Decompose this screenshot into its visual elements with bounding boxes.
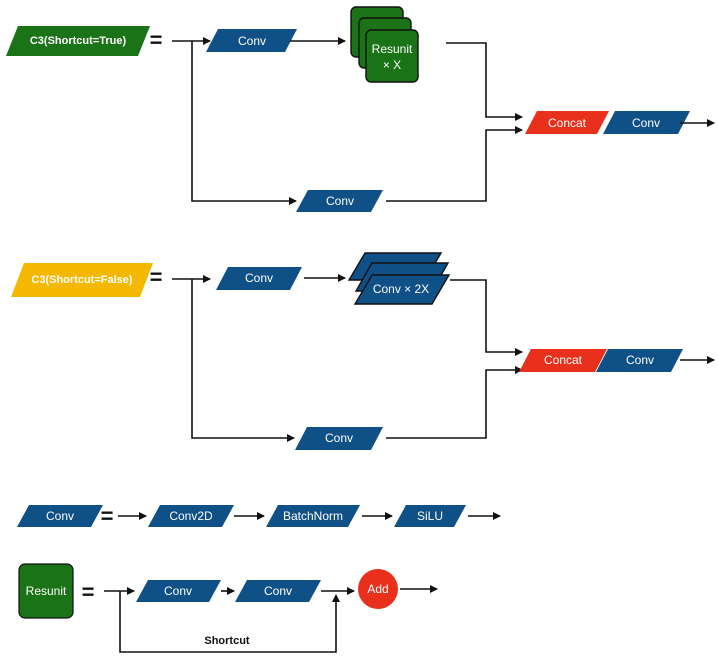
shortcut-connection (119, 591, 340, 653)
c3-true-section: C3(Shortcut=True) = Conv Resunit × X Con… (6, 6, 715, 212)
conv-definition-section: Conv = Conv2D BatchNorm SiLU (17, 504, 501, 529)
arrow-resunit-to-concat (446, 42, 523, 121)
conv-stack: Conv × 2X (347, 252, 451, 305)
conv-out-box (603, 111, 690, 134)
concat-label: Concat (548, 116, 587, 130)
c3-false-title: C3(Shortcut=False) (31, 274, 132, 286)
conv-bottom-label-2: Conv (325, 431, 353, 445)
arrow-to-conv-bottom-2 (191, 279, 295, 442)
shortcut-label: Shortcut (204, 635, 250, 647)
conv-def-equals: = (101, 504, 114, 529)
c3-true-title: C3(Shortcut=True) (30, 35, 127, 47)
conv-bottom-box-2 (295, 427, 383, 450)
resunit-stack-label-1: Resunit (372, 42, 413, 56)
arrow-stack-to-concat (450, 279, 523, 356)
conv-top-label: Conv (238, 34, 266, 48)
res-conv2-box (235, 580, 321, 602)
resunit-def-title-box (18, 563, 74, 619)
arrow-conv-bottom-to-concat (386, 126, 523, 202)
arrow-conv-bottom-to-concat-2 (386, 366, 523, 439)
concat-box (525, 111, 609, 134)
conv2d-box (148, 505, 234, 527)
resunit-def-equals: = (82, 580, 95, 605)
c3-false-equals: = (150, 265, 163, 290)
silu-label: SiLU (417, 509, 443, 523)
c3-true-equals: = (150, 28, 163, 53)
conv-def-title-shape (17, 505, 103, 527)
conv-top-box-2 (216, 267, 302, 290)
conv-out-label-2: Conv (626, 353, 654, 367)
c3-false-section: C3(Shortcut=False) = Conv Conv × 2X Conv… (11, 252, 715, 450)
res-conv2-label: Conv (264, 584, 292, 598)
conv-out-label: Conv (632, 116, 660, 130)
resunit-def-title: Resunit (26, 584, 67, 598)
conv-top-box (206, 29, 297, 52)
add-label: Add (367, 582, 388, 596)
c3-true-title-shape (6, 26, 150, 56)
conv-out-box-2 (596, 349, 683, 372)
conv-stack-label: Conv × 2X (373, 282, 429, 296)
arrow-to-conv-bottom (191, 41, 297, 205)
concat-label-2: Concat (544, 353, 583, 367)
silu-box (394, 505, 466, 527)
conv-top-label-2: Conv (245, 271, 273, 285)
res-conv1-label: Conv (164, 584, 192, 598)
resunit-stack-label-2: × X (383, 58, 401, 72)
batchnorm-label: BatchNorm (283, 509, 343, 523)
resunit-definition-section: Resunit = Conv Conv Add Shortcut (18, 563, 438, 653)
resunit-stack: Resunit × X (350, 6, 419, 83)
conv-bottom-box (296, 190, 383, 212)
res-conv1-box (136, 580, 221, 602)
conv2d-label: Conv2D (169, 509, 213, 523)
conv-bottom-label: Conv (326, 194, 354, 208)
add-node (358, 569, 398, 609)
batchnorm-box (266, 505, 360, 527)
conv-def-title: Conv (46, 509, 74, 523)
c3-false-title-shape (11, 263, 153, 297)
concat-box-2 (519, 349, 607, 372)
